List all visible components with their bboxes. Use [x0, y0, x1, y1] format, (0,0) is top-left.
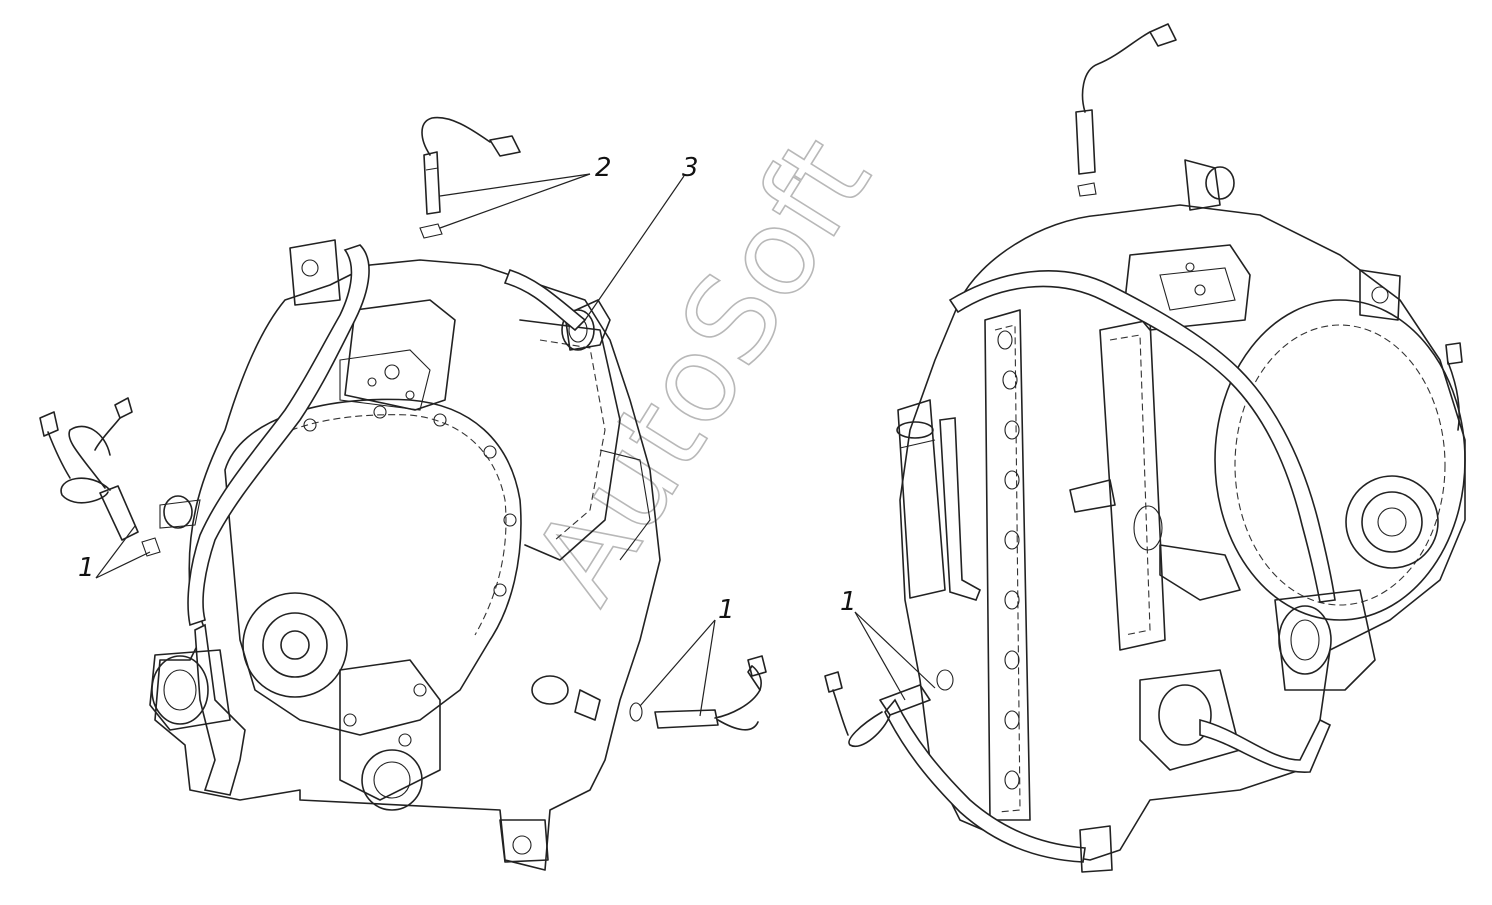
right-gearbox — [884, 159, 1466, 873]
right-sensor-1-assembly — [824, 669, 954, 748]
callout-1-middle: 1 — [718, 595, 735, 625]
sensor-1-right-assembly — [629, 655, 767, 731]
callout-1-left: 1 — [78, 553, 95, 583]
sensor-2-assembly — [419, 116, 521, 239]
left-gearbox — [149, 239, 661, 871]
watermark: AutoSoft — [507, 115, 898, 626]
right-top-sensor-assembly — [1075, 23, 1177, 197]
callout-2: 2 — [595, 153, 612, 183]
right-side-sensor-assembly — [1445, 342, 1463, 365]
sensor-1-left-assembly — [39, 397, 161, 557]
callout-1-right: 1 — [840, 587, 857, 617]
callout-3: 3 — [682, 153, 699, 183]
leader-lines — [95, 173, 936, 717]
